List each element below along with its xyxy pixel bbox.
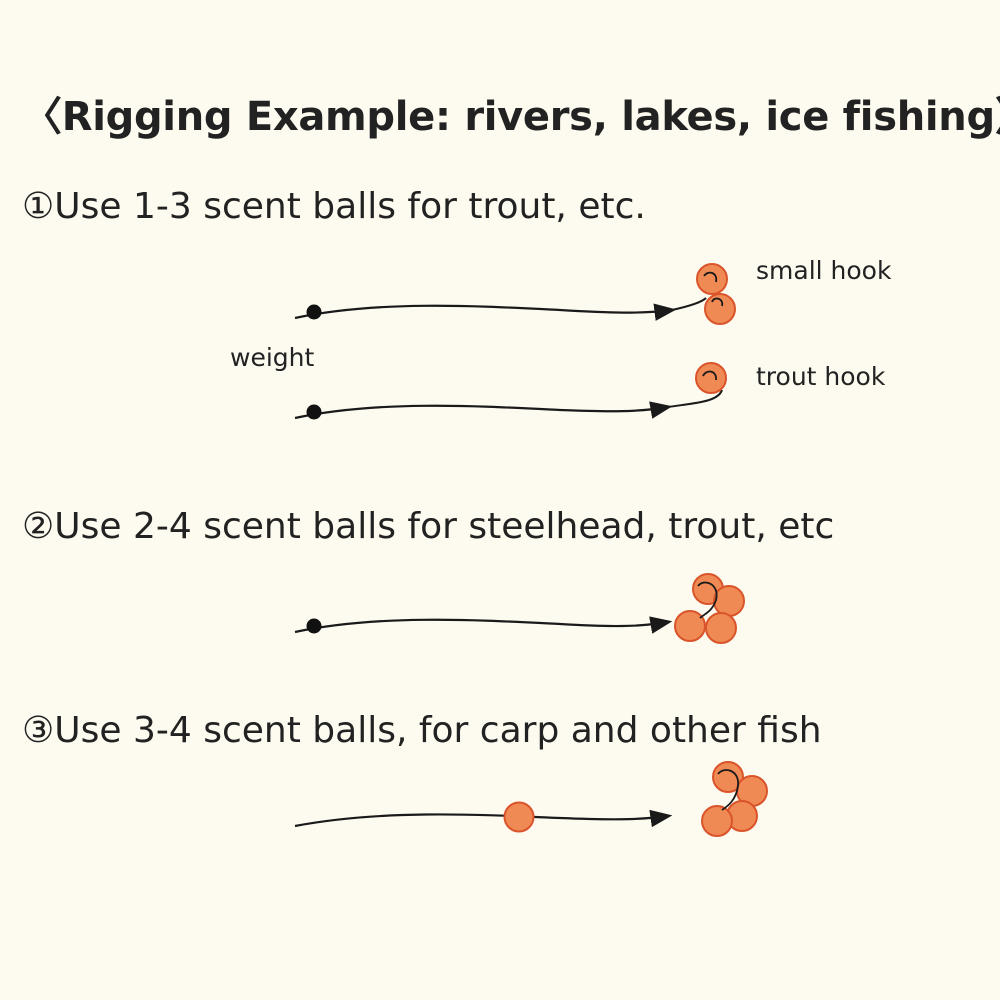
step-3-marker: ③	[22, 710, 55, 751]
fishing-line	[294, 809, 673, 828]
step-2: ②Use 2-4 scent balls for steelhead, trou…	[22, 506, 834, 547]
weight-icon	[306, 404, 322, 420]
fishing-line	[294, 303, 677, 321]
step-3-text: Use 3-4 scent balls, for carp and other …	[54, 710, 822, 751]
hook-icon	[717, 769, 739, 811]
rig-2-trout-hook	[294, 362, 727, 420]
step-1: ①Use 1-3 scent balls for trout, etc.	[22, 186, 646, 227]
hook-icon	[667, 389, 723, 408]
rig-1-small-hook	[294, 263, 736, 325]
trout-hook-label: trout hook	[756, 362, 886, 391]
step-2-marker: ②	[22, 506, 55, 547]
weight-icon	[306, 304, 322, 320]
scent-ball-icon	[701, 805, 733, 837]
hook-icon	[671, 297, 707, 311]
step-1-text: Use 1-3 scent balls for trout, etc.	[54, 186, 646, 227]
scent-ball-icon	[695, 362, 727, 394]
step-3: ③Use 3-4 scent balls, for carp and other…	[22, 710, 822, 751]
scent-ball-icon	[712, 761, 744, 793]
scent-ball-icon	[705, 612, 737, 644]
small-hook-label: small hook	[756, 256, 892, 285]
scent-ball-icon	[696, 263, 728, 295]
scent-ball-icon	[713, 585, 745, 617]
fishing-line	[294, 616, 673, 634]
scent-ball-icon	[674, 610, 706, 642]
scent-ball-icon	[503, 801, 535, 833]
step-2-text: Use 2-4 scent balls for steelhead, trout…	[54, 506, 835, 547]
weight-icon	[306, 618, 322, 634]
hook-icon	[697, 581, 718, 619]
rig-3-steelhead	[294, 573, 745, 644]
diagram-title: 〈Rigging Example: rivers, lakes, ice fis…	[22, 94, 1000, 140]
step-1-marker: ①	[22, 186, 55, 227]
weight-label: weight	[230, 343, 315, 372]
fishing-line	[294, 401, 673, 420]
rig-4-carp	[294, 761, 768, 837]
